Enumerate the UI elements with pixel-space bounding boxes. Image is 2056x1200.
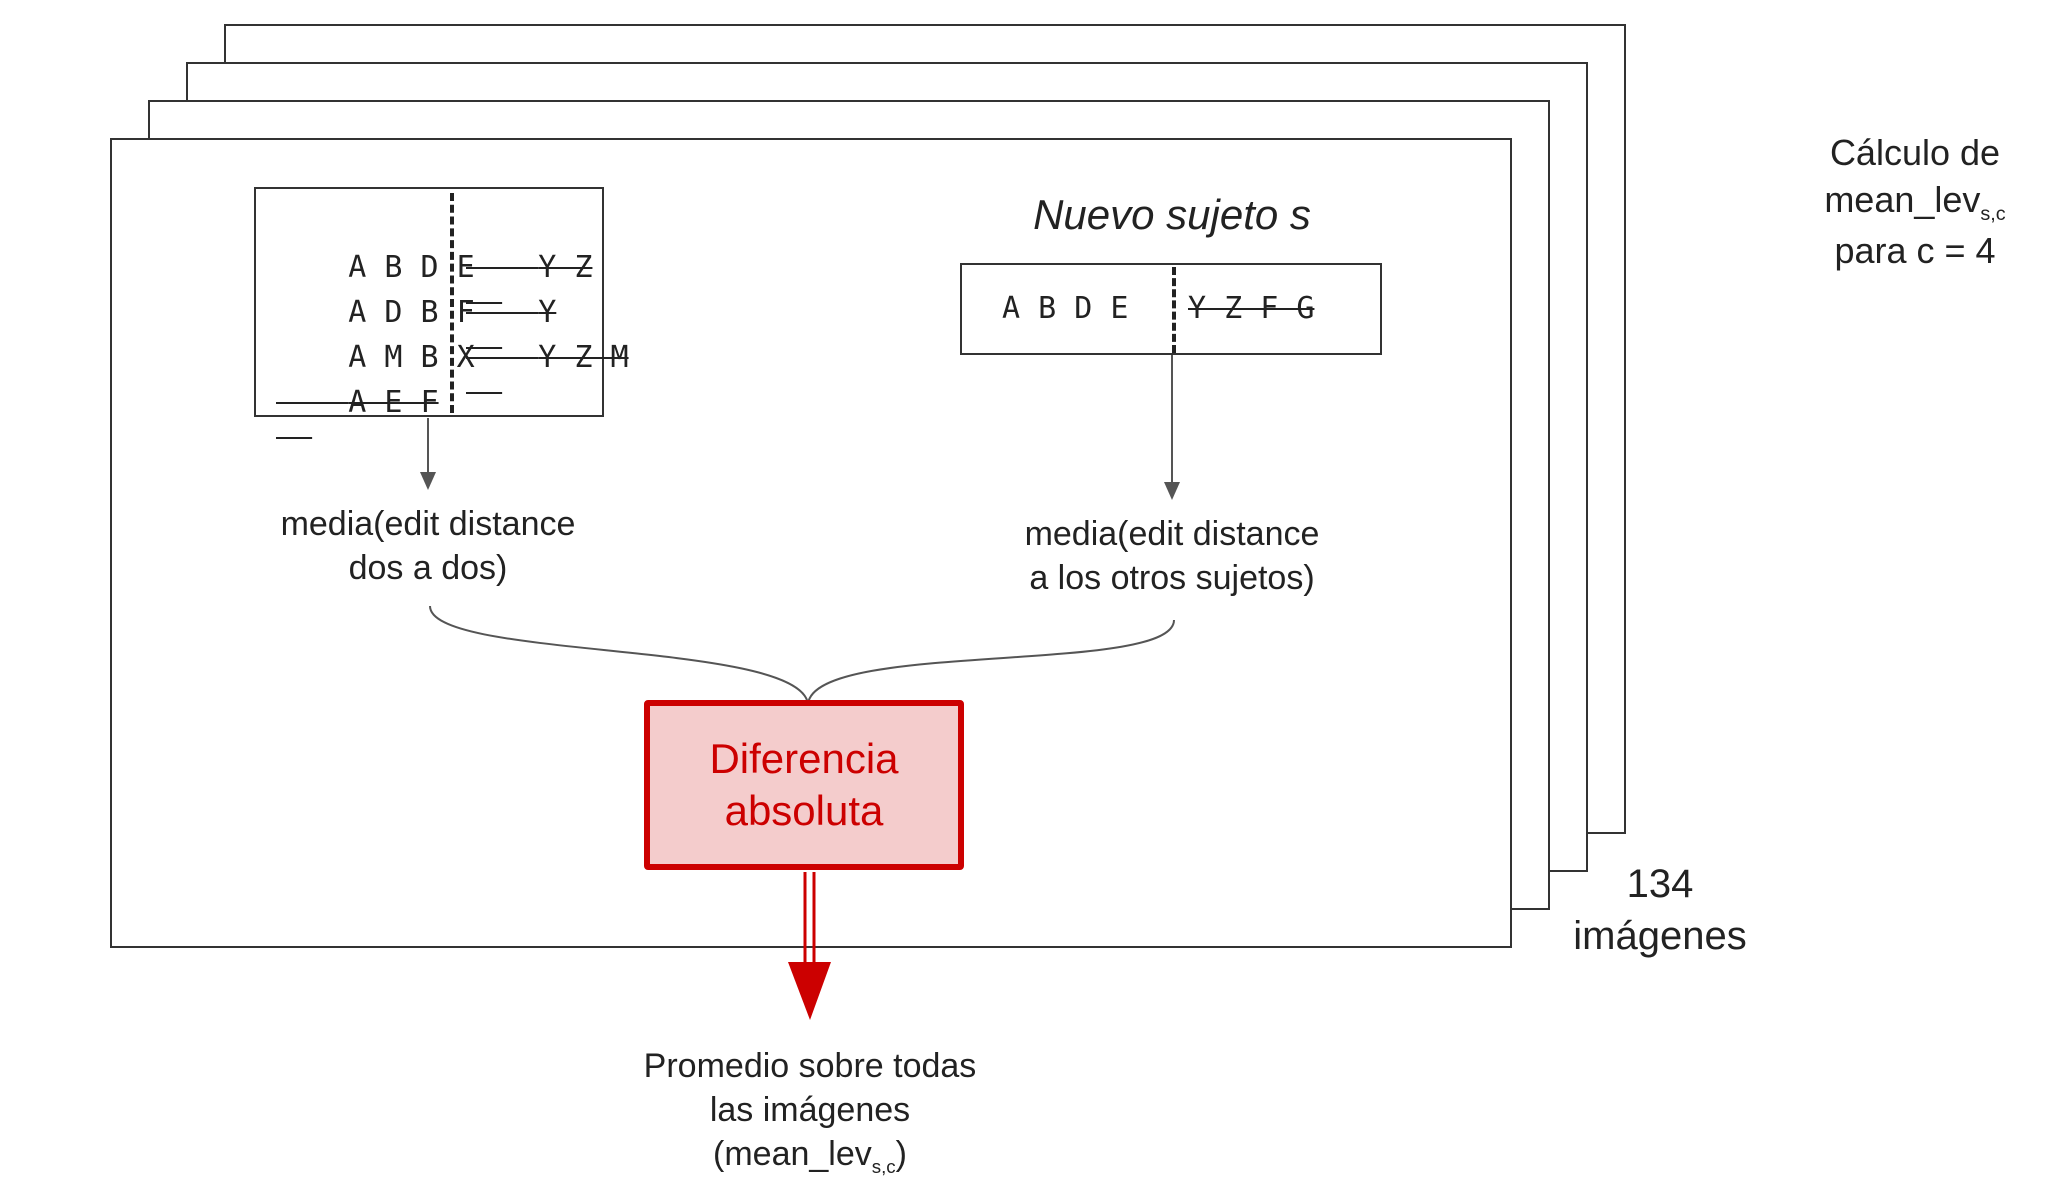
right-result-label: media(edit distance a los otros sujetos) — [972, 512, 1372, 600]
caption: Cálculo de mean_levs,c para c = 4 — [1790, 130, 2040, 275]
output-label: Promedio sobre todas las imágenes (mean_… — [580, 1044, 1040, 1179]
new-subject-cut-line — [1172, 267, 1176, 353]
subject-row-3-cut: Y Z M — [466, 305, 629, 410]
caption-line1: Cálculo de — [1829, 132, 2001, 173]
subject-row-1-cut: Y Z — [466, 215, 592, 320]
subject-row-4-cut: A E F — [276, 350, 439, 455]
caption-line3: para c = 4 — [1834, 229, 1996, 271]
cut-line — [450, 193, 454, 413]
row-kept: A M B X — [348, 340, 475, 375]
subject-row-2-cut: Y — [466, 260, 556, 365]
caption-sub: s,c — [1980, 202, 2006, 225]
output-open: (mean_lev — [713, 1135, 872, 1174]
output-line1: Promedio sobre todas — [643, 1047, 977, 1085]
subject-row-3: A M B X — [276, 305, 475, 410]
brace-right — [807, 619, 1175, 705]
red-arrow-head — [788, 962, 831, 1020]
left-result-line1: media(edit distance — [280, 505, 576, 543]
output-line2: las imágenes — [709, 1091, 911, 1130]
row-kept: A B D E — [348, 250, 475, 285]
caption-line2: mean_levs,c — [1790, 177, 2040, 228]
output-line3: (mean_levs,c) — [580, 1132, 1040, 1179]
image-count: 134 imágenes — [1540, 858, 1780, 962]
output-close: ) — [895, 1135, 907, 1174]
new-subject-box: A B D E Y Z F G — [960, 263, 1382, 355]
left-result-line2: dos a dos) — [348, 549, 508, 588]
brace-left — [429, 605, 809, 705]
new-subject-title: Nuevo sujeto s — [1033, 191, 1311, 238]
row-cut: Y Z M — [538, 340, 629, 375]
left-result-label: media(edit distance dos a dos) — [238, 502, 618, 590]
subjects-box: A B D E Y Z A D B F Y A M B X Y Z M A E … — [254, 187, 629, 420]
right-result-line1: media(edit distance — [1024, 515, 1320, 553]
image-count-label: imágenes — [1573, 914, 1747, 958]
output-sub: s,c — [871, 1156, 896, 1178]
row-cut: A E F — [348, 385, 439, 420]
absolute-difference-label: Diferencia absoluta — [709, 734, 899, 835]
right-result-line2: a los otros sujetos) — [1029, 559, 1315, 598]
row-cut: Y — [538, 295, 557, 330]
row-kept: A D B F — [348, 295, 475, 330]
subject-row-1: A B D E — [276, 215, 475, 320]
subject-row-2: A D B F — [276, 260, 475, 365]
caption-main: mean_lev — [1824, 178, 1981, 220]
new-subject-cut: Y Z F G — [1188, 291, 1315, 326]
image-count-number: 134 — [1626, 862, 1694, 906]
row-cut: Y Z — [538, 250, 593, 285]
absolute-difference-box: Diferencia absoluta — [644, 700, 964, 870]
new-subject-kept: A B D E — [1002, 291, 1129, 326]
